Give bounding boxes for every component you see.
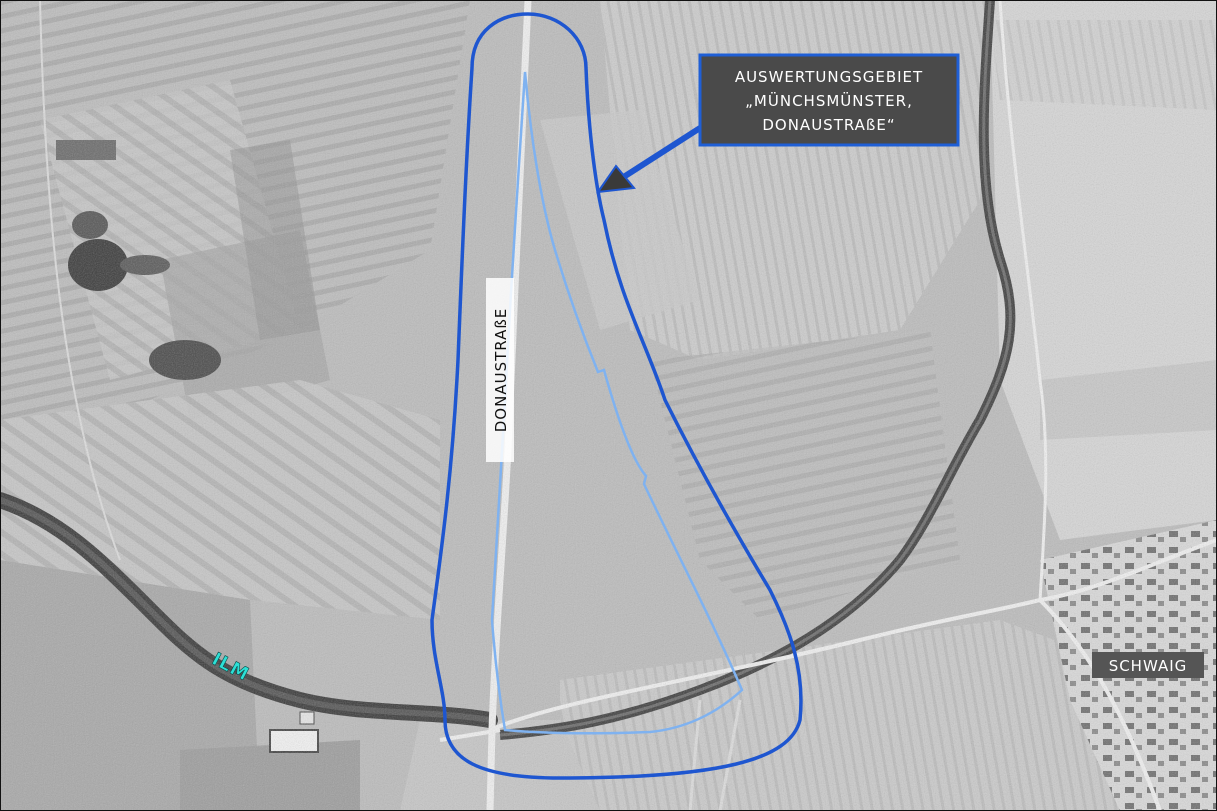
callout-arrow-line <box>620 125 702 181</box>
village-label-group: SCHWAIG <box>1092 652 1204 678</box>
road-label-donaustrasse: DONAUSTRAßE <box>492 308 510 433</box>
village-label-schwaig: SCHWAIG <box>1109 657 1188 675</box>
study-area-outer-boundary <box>430 12 803 780</box>
callout-line-3: DONAUSTRAßE“ <box>762 116 895 134</box>
callout-line-1: AUSWERTUNGSGEBIET <box>735 68 923 86</box>
callout-line-2: „MÜNCHSMÜNSTER, <box>745 91 913 110</box>
callout-arrow-head <box>595 164 636 194</box>
study-area-callout: AUSWERTUNGSGEBIET „MÜNCHSMÜNSTER, DONAUS… <box>698 53 960 147</box>
road-label-group: DONAUSTRAßE <box>486 278 514 462</box>
